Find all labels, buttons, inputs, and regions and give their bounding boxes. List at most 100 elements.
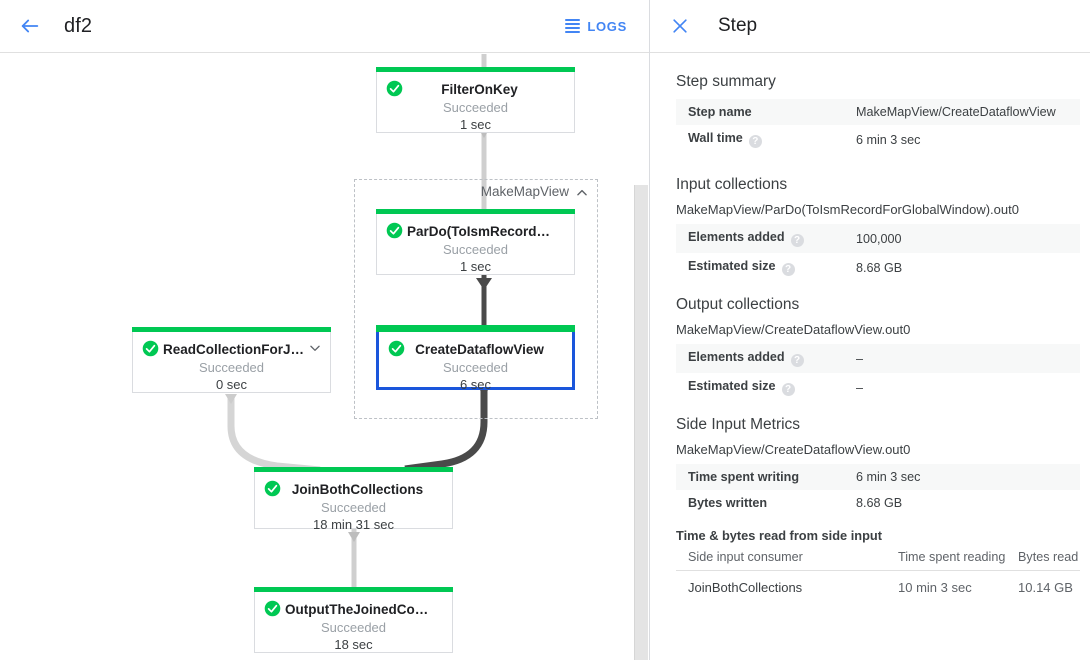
check-circle-icon bbox=[386, 80, 403, 97]
table-row: Elements added? – bbox=[676, 344, 1080, 373]
row-key: Estimated size bbox=[688, 379, 776, 393]
node-status: Succeeded bbox=[320, 500, 387, 515]
step-panel-title: Step bbox=[718, 15, 758, 36]
node-title: OutputTheJoinedCollec… bbox=[285, 602, 451, 617]
cell-time: 10 min 3 sec bbox=[898, 580, 972, 595]
output-collections-heading: Output collections bbox=[676, 296, 800, 313]
input-collections-heading: Input collections bbox=[676, 176, 788, 193]
row-key: Elements added bbox=[688, 350, 785, 364]
side-input-collection-name: MakeMapView/CreateDataflowView.out0 bbox=[676, 442, 911, 457]
cell-bytes: 10.14 GB bbox=[1018, 580, 1073, 595]
input-collection-name: MakeMapView/ParDo(ToIsmRecordForGlobalWi… bbox=[676, 202, 1019, 217]
output-collections-table: Elements added? – Estimated size? – bbox=[676, 344, 1080, 402]
node-status: Succeeded bbox=[442, 100, 509, 115]
table-row: Wall time? 6 min 3 sec bbox=[676, 125, 1080, 154]
job-graph-pane: df2 LOGS bbox=[0, 0, 650, 660]
row-value: 6 min 3 sec bbox=[856, 132, 921, 147]
node-time: 18 sec bbox=[334, 637, 373, 652]
row-key: Step name bbox=[688, 105, 752, 119]
step-summary-heading: Step summary bbox=[676, 73, 776, 90]
graph-node-pardo-toismrecord[interactable]: ParDo(ToIsmRecordFor… Succeeded 1 sec bbox=[376, 209, 575, 275]
node-time: 6 sec bbox=[459, 377, 492, 392]
node-title: ReadCollectionForJoin bbox=[163, 342, 311, 357]
row-value: 100,000 bbox=[856, 231, 902, 246]
column-header-consumer: Side input consumer bbox=[676, 545, 886, 571]
node-status: Succeeded bbox=[320, 620, 387, 635]
node-time: 1 sec bbox=[459, 259, 492, 274]
node-time: 1 sec bbox=[459, 117, 492, 132]
row-key: Bytes written bbox=[688, 496, 768, 510]
table-row[interactable]: JoinBothCollections 10 min 3 sec 10.14 G… bbox=[676, 571, 1080, 605]
step-summary-table: Step name MakeMapView/CreateDataflowView… bbox=[676, 99, 1080, 154]
graph-node-filter-on-key[interactable]: FilterOnKey Succeeded 1 sec bbox=[376, 67, 575, 133]
node-title: ParDo(ToIsmRecordFor… bbox=[407, 224, 572, 239]
side-input-metrics-heading: Side Input Metrics bbox=[676, 416, 801, 433]
check-circle-icon bbox=[388, 340, 405, 357]
row-key: Time spent writing bbox=[688, 470, 800, 484]
help-icon[interactable]: ? bbox=[790, 234, 804, 247]
row-value: MakeMapView/CreateDataflowView bbox=[856, 105, 1056, 119]
node-title: JoinBothCollections bbox=[291, 482, 424, 497]
graph-node-output-the-joined-collection[interactable]: OutputTheJoinedCollec… Succeeded 18 sec bbox=[254, 587, 453, 653]
logs-button[interactable]: LOGS bbox=[559, 15, 633, 38]
logs-list-icon bbox=[565, 19, 581, 33]
step-details-body: Step summary Step name MakeMapView/Creat… bbox=[650, 53, 1090, 604]
table-row: Bytes written 8.68 GB bbox=[676, 490, 1080, 516]
close-icon[interactable] bbox=[668, 14, 692, 38]
graph-node-create-dataflow-view[interactable]: CreateDataflowView Succeeded 6 sec bbox=[376, 325, 575, 392]
node-status-bar bbox=[376, 325, 575, 332]
node-status-bar bbox=[132, 327, 331, 332]
step-details-pane: Step Step summary Step name MakeMapView/… bbox=[650, 0, 1090, 660]
help-icon[interactable]: ? bbox=[781, 383, 795, 396]
column-header-bytes: Bytes read bbox=[1006, 545, 1080, 571]
arrow-left-icon[interactable] bbox=[16, 12, 44, 40]
row-value: 6 min 3 sec bbox=[856, 470, 921, 484]
job-graph-canvas[interactable]: MakeMapView FilterOnKey Succeeded 1 sec bbox=[0, 54, 649, 660]
node-time: 0 sec bbox=[215, 377, 248, 392]
chevron-down-icon[interactable] bbox=[308, 341, 322, 355]
composite-group-makemapview[interactable]: MakeMapView bbox=[354, 179, 598, 419]
left-header: df2 LOGS bbox=[0, 0, 649, 53]
check-circle-icon bbox=[264, 600, 281, 617]
graph-edges bbox=[225, 54, 492, 587]
graph-node-join-both-collections[interactable]: JoinBothCollections Succeeded 18 min 31 … bbox=[254, 467, 453, 532]
table-row: Step name MakeMapView/CreateDataflowView bbox=[676, 99, 1080, 125]
row-key: Wall time bbox=[688, 131, 743, 145]
side-input-metrics-table: Time spent writing 6 min 3 sec Bytes wri… bbox=[676, 464, 1080, 516]
check-circle-icon bbox=[386, 222, 403, 239]
logs-button-label: LOGS bbox=[587, 18, 627, 34]
output-collection-name: MakeMapView/CreateDataflowView.out0 bbox=[676, 322, 911, 337]
row-value: 8.68 GB bbox=[856, 496, 903, 510]
step-panel-header: Step bbox=[650, 0, 1090, 53]
node-status-bar bbox=[254, 467, 453, 472]
node-title: CreateDataflowView bbox=[415, 342, 544, 357]
table-row: Estimated size? 8.68 GB bbox=[676, 253, 1080, 282]
side-input-read-table: Side input consumer Time spent reading B… bbox=[676, 545, 1080, 604]
table-row: Elements added? 100,000 bbox=[676, 224, 1080, 253]
row-value: – bbox=[856, 380, 864, 395]
composite-group-label: MakeMapView bbox=[480, 184, 569, 199]
node-status-bar bbox=[254, 587, 453, 592]
table-header-row: Side input consumer Time spent reading B… bbox=[676, 545, 1080, 571]
page-title: df2 bbox=[64, 14, 93, 37]
side-input-read-heading: Time & bytes read from side input bbox=[676, 528, 882, 543]
help-icon[interactable]: ? bbox=[748, 135, 762, 148]
chevron-up-icon[interactable] bbox=[575, 186, 589, 200]
node-status-bar bbox=[376, 67, 575, 72]
row-value: 8.68 GB bbox=[856, 260, 903, 275]
graph-vertical-scrollbar[interactable] bbox=[634, 185, 648, 660]
node-time: 18 min 31 sec bbox=[313, 517, 394, 532]
check-circle-icon bbox=[142, 340, 159, 357]
graph-node-read-collection-for-join[interactable]: ReadCollectionForJoin Succeeded 0 sec bbox=[132, 327, 331, 393]
node-status: Succeeded bbox=[442, 360, 509, 375]
node-status: Succeeded bbox=[442, 242, 509, 257]
node-status: Succeeded bbox=[198, 360, 265, 375]
check-circle-icon bbox=[264, 480, 281, 497]
row-value: – bbox=[856, 351, 864, 366]
help-icon[interactable]: ? bbox=[790, 354, 804, 367]
table-row: Time spent writing 6 min 3 sec bbox=[676, 464, 1080, 490]
row-key: Elements added bbox=[688, 230, 785, 244]
help-icon[interactable]: ? bbox=[781, 263, 795, 276]
table-row: Estimated size? – bbox=[676, 373, 1080, 402]
column-header-time: Time spent reading bbox=[886, 545, 1006, 571]
